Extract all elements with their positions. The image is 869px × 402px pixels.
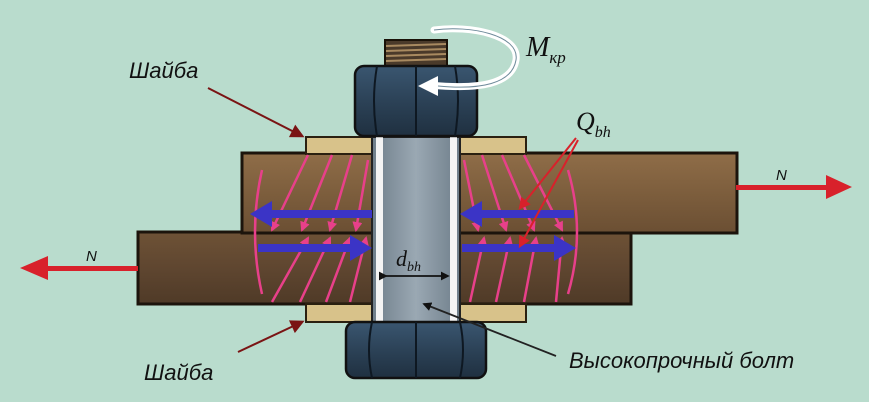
force-arrow-right [736, 175, 852, 199]
torque-label: Mкр [525, 32, 566, 67]
washer-bottom-pointer [237, 320, 305, 353]
washer-bottom-label: Шайба [144, 360, 213, 385]
force-right-label: N [776, 167, 787, 184]
diameter-label: dbh [396, 246, 421, 275]
shear-arrows [250, 201, 576, 261]
friction-label: Qbh [576, 107, 611, 141]
torque-arrow [418, 25, 520, 96]
force-left-label: N [86, 248, 97, 265]
shank-gap-left [376, 137, 383, 323]
washer-top-pointer [207, 87, 305, 138]
bolt-pointer [422, 302, 557, 357]
bolt-thread [384, 39, 448, 67]
force-arrow-left [20, 256, 138, 280]
bolt-label: Высокопрочный болт [569, 348, 794, 373]
shank-gap-right [450, 137, 457, 323]
top-plate [240, 151, 739, 235]
top-nut [353, 64, 479, 138]
friction-pointers [518, 137, 579, 249]
washer-top-label: Шайба [129, 58, 198, 83]
bolt-shank [371, 136, 461, 324]
bolt-head [344, 320, 488, 380]
